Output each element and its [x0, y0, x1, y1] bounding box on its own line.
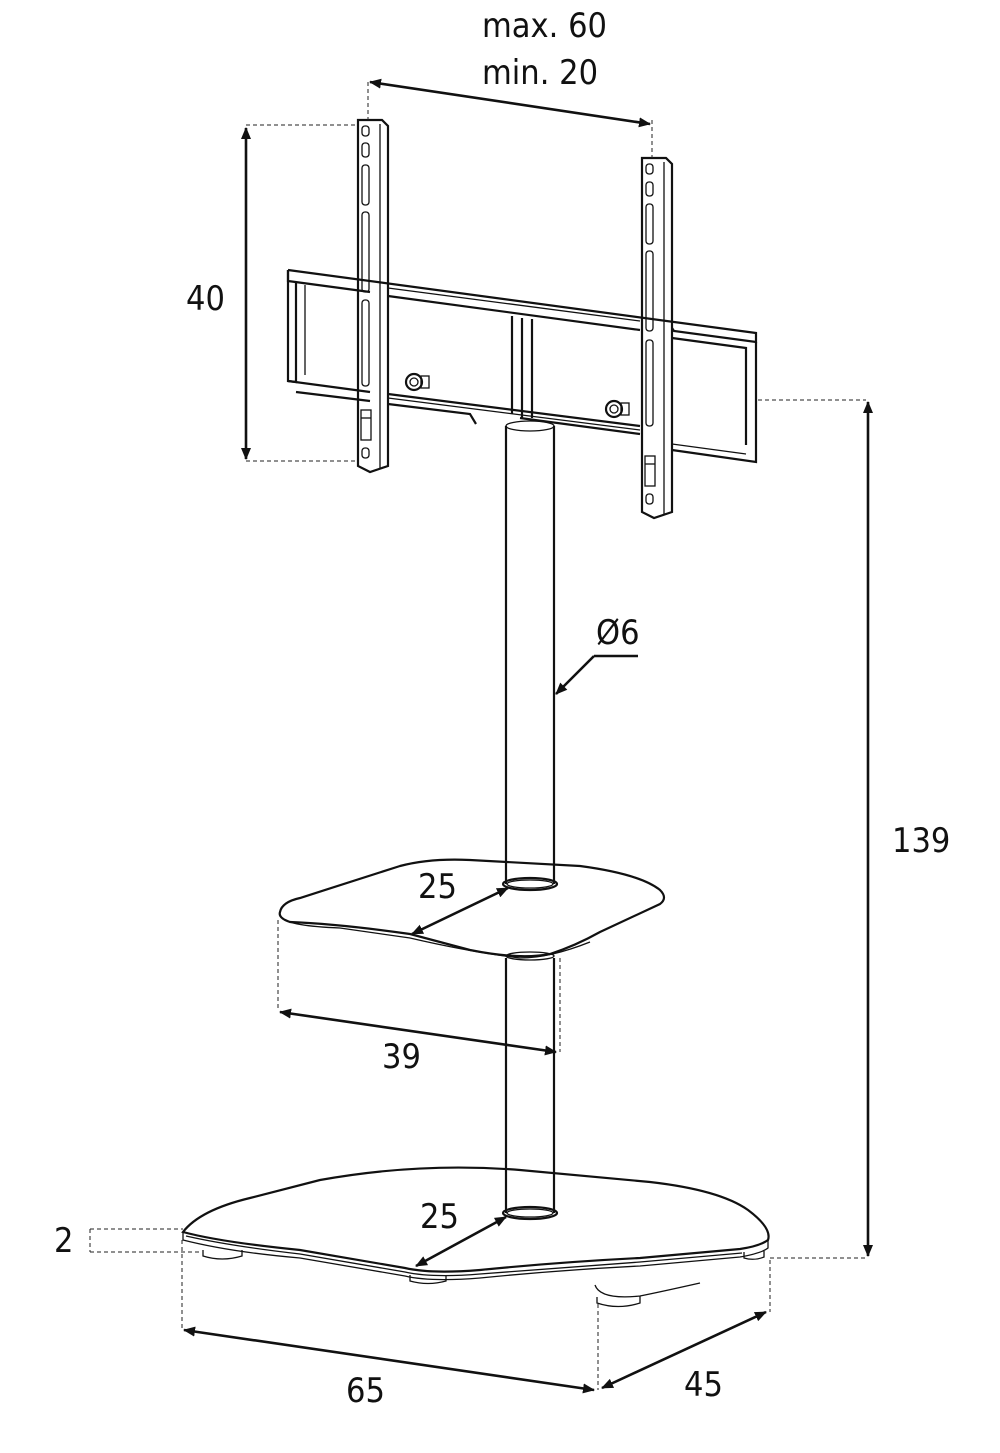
dim-pole-diameter	[555, 654, 638, 695]
label-base-depth: 45	[684, 1365, 723, 1405]
dim-base-thickness	[89, 1228, 200, 1253]
bracket-knob-left	[404, 372, 430, 392]
glass-shelf	[278, 858, 666, 961]
left-vesa-bracket	[356, 118, 390, 474]
base-feet	[202, 1250, 765, 1308]
dim-base-depth	[601, 1260, 771, 1390]
dim-base-width	[181, 1240, 599, 1394]
right-vesa-bracket	[640, 156, 674, 520]
dim-base-inner-depth	[415, 1215, 507, 1268]
label-shelf-width: 39	[382, 1037, 421, 1077]
label-bracket-height: 40	[186, 279, 225, 319]
label-base-inner-depth: 25	[420, 1197, 459, 1237]
label-base-thickness: 2	[54, 1221, 73, 1261]
lower-pole	[501, 958, 559, 1221]
label-total-height: 139	[892, 821, 950, 861]
dim-shelf-depth	[411, 886, 509, 936]
label-shelf-depth: 25	[418, 867, 457, 907]
upper-pole	[504, 420, 556, 884]
bracket-knob-right	[604, 399, 630, 419]
label-pole-diameter: Ø6	[596, 613, 640, 653]
dim-bracket-height	[241, 124, 358, 462]
label-base-width: 65	[346, 1371, 385, 1411]
label-vesa-width-max: max. 60	[482, 6, 607, 46]
mounting-crossbar	[286, 268, 758, 464]
dim-shelf-width	[277, 920, 561, 1056]
dim-vesa-width	[367, 78, 653, 158]
base-plate	[181, 1166, 770, 1308]
dim-total-height	[758, 399, 873, 1259]
label-vesa-width-min: min. 20	[482, 53, 598, 93]
